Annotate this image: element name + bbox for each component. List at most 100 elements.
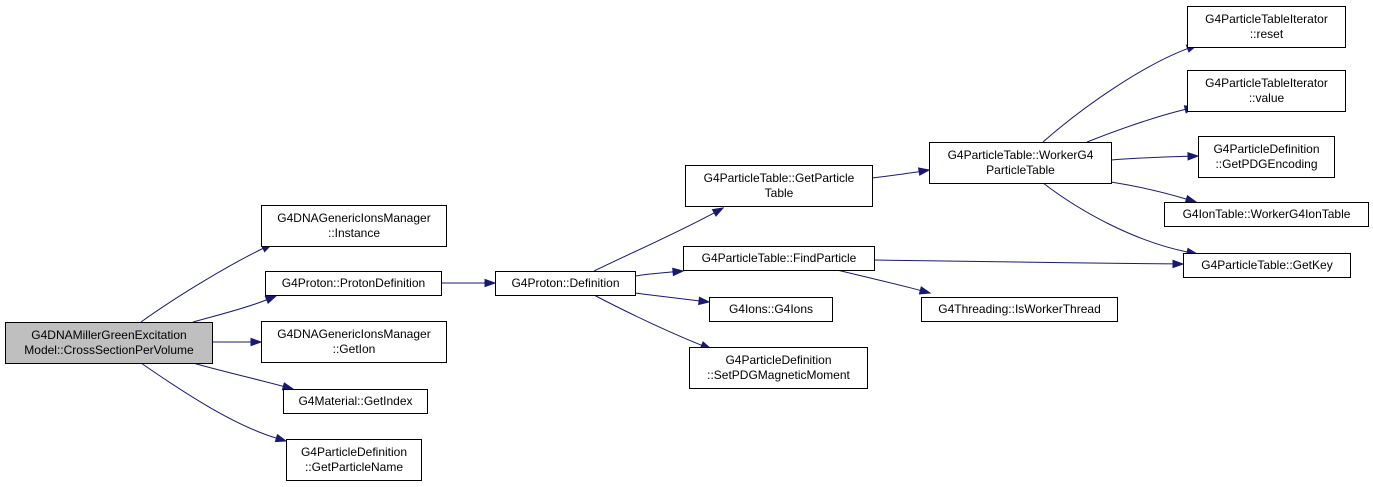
edge-root-to-gim_getion <box>211 337 263 347</box>
edge-root-to-proton_def <box>192 295 278 323</box>
node-label-line: G4Ions::G4Ions <box>729 302 813 316</box>
node-iontable-worker[interactable]: G4IonTable::WorkerG4IonTable <box>1164 202 1369 227</box>
node-box <box>921 297 1118 322</box>
arrowhead-icon <box>250 337 263 347</box>
node-label-line: G4IonTable::WorkerG4IonTable <box>1183 207 1351 221</box>
node-label-line: G4ParticleDefinition <box>1213 142 1319 156</box>
edges-layer <box>140 44 1200 443</box>
node-label-line: ParticleTable <box>986 163 1055 177</box>
node-box <box>929 142 1112 184</box>
edge-line <box>634 292 700 302</box>
node-pd-getpdgenc[interactable]: G4ParticleDefinition::GetPDGEncoding <box>1198 136 1335 178</box>
node-gim-getion[interactable]: G4DNAGenericIonsManager::GetIon <box>261 321 447 363</box>
node-box <box>286 439 422 481</box>
edge-line <box>1110 181 1187 200</box>
edge-root-to-gim_instance <box>140 243 274 323</box>
node-label-line: G4DNAGenericIonsManager <box>277 327 430 341</box>
edge-line <box>192 299 267 323</box>
edge-proton_definition-to-pt_getparticletable <box>593 207 725 272</box>
edge-proton_definition-to-pt_findparticle <box>634 267 685 277</box>
edge-line <box>593 212 715 272</box>
edge-line <box>192 362 284 387</box>
node-box <box>1187 6 1346 48</box>
node-label-line: G4ParticleDefinition <box>725 353 831 367</box>
arrowhead-icon <box>281 382 295 391</box>
arrowhead-icon <box>264 295 278 304</box>
node-label-line: ::GetIon <box>333 342 376 356</box>
nodes-layer: G4DNAMillerGreenExcitationModel::CrossSe… <box>5 6 1369 481</box>
node-label-line: G4ParticleTable::FindParticle <box>702 251 857 265</box>
edge-line <box>871 171 920 179</box>
node-thr-isworker[interactable]: G4Threading::IsWorkerThread <box>921 297 1118 322</box>
edge-line <box>1110 155 1189 161</box>
node-label-line: G4Threading::IsWorkerThread <box>938 302 1101 316</box>
edge-proton_definition-to-pd_setpdgmag <box>593 294 713 350</box>
node-proton-def[interactable]: G4Proton::ProtonDefinition <box>265 271 442 296</box>
edge-proton_definition-to-ions_g4ions <box>634 292 711 306</box>
node-label-line: Table <box>765 186 794 200</box>
node-label-line: ::reset <box>1250 27 1284 41</box>
node-box <box>1183 253 1351 278</box>
arrowhead-icon <box>698 296 711 306</box>
node-label-line: ::value <box>1249 91 1285 105</box>
edge-pt_workerg4-to-iontable_worker <box>1110 181 1198 204</box>
node-gim-instance[interactable]: G4DNAGenericIonsManager::Instance <box>261 205 447 247</box>
node-label-line: G4Proton::ProtonDefinition <box>282 276 425 290</box>
arrowhead-icon <box>274 433 288 443</box>
arrowhead-icon <box>1187 151 1200 161</box>
node-box <box>261 205 447 247</box>
node-label-line: G4DNAMillerGreenExcitation <box>31 328 186 342</box>
node-pti-value[interactable]: G4ParticleTableIterator::value <box>1187 70 1346 112</box>
node-pd-getname[interactable]: G4ParticleDefinition::GetParticleName <box>286 439 422 481</box>
node-label-line: ::GetPDGEncoding <box>1215 157 1317 171</box>
node-box <box>685 165 873 207</box>
node-box <box>495 271 636 296</box>
node-box <box>709 297 833 322</box>
edge-line <box>873 259 1174 265</box>
node-box <box>283 389 428 414</box>
node-pt-getkey[interactable]: G4ParticleTable::GetKey <box>1183 253 1351 278</box>
edge-line <box>634 271 674 277</box>
edge-line <box>1042 182 1188 253</box>
node-box <box>683 246 875 271</box>
node-box <box>261 321 447 363</box>
edge-line <box>1086 108 1186 143</box>
node-ions-g4ions[interactable]: G4Ions::G4Ions <box>709 297 833 322</box>
node-proton-definition[interactable]: G4Proton::Definition <box>495 271 636 296</box>
edge-line <box>593 294 702 346</box>
edge-line <box>140 247 264 323</box>
node-label-line: G4ParticleTableIterator <box>1205 76 1328 90</box>
edge-pt_findparticle-to-thr_isworker <box>836 269 932 295</box>
node-label-line: ::Instance <box>328 226 380 240</box>
node-box <box>5 322 213 364</box>
node-box <box>1164 202 1369 227</box>
arrowhead-icon <box>711 207 725 217</box>
edge-pt_workerg4-to-pti_value <box>1086 105 1197 143</box>
node-pt-findparticle[interactable]: G4ParticleTable::FindParticle <box>683 246 875 271</box>
node-pd-setpdgmag[interactable]: G4ParticleDefinition::SetPDGMagneticMome… <box>689 347 868 389</box>
arrowhead-icon <box>484 278 497 288</box>
arrowhead-icon <box>672 267 685 277</box>
node-box <box>1198 136 1335 178</box>
node-label-line: G4Material::GetIndex <box>298 394 412 408</box>
edge-pt_workerg4-to-pd_getpdgenc <box>1110 151 1200 161</box>
arrowhead-icon <box>917 167 931 176</box>
node-label-line: G4ParticleTableIterator <box>1205 12 1328 26</box>
edge-pt_workerg4-to-pti_reset <box>1042 44 1199 143</box>
node-root: G4DNAMillerGreenExcitationModel::CrossSe… <box>5 322 213 364</box>
edge-pt_findparticle-to-pt_getkey <box>873 259 1185 269</box>
node-label-line: G4ParticleDefinition <box>301 445 407 459</box>
node-label-line: G4ParticleTable::GetParticle <box>704 171 855 185</box>
arrowhead-icon <box>918 286 932 295</box>
node-label-line: G4ParticleTable::GetKey <box>1201 258 1332 272</box>
edge-root-to-pd_getname <box>140 362 288 443</box>
node-label-line: G4ParticleTable::WorkerG4 <box>948 148 1094 162</box>
node-label-line: G4Proton::Definition <box>511 276 619 290</box>
node-mat-getindex[interactable]: G4Material::GetIndex <box>283 389 428 414</box>
node-pti-reset[interactable]: G4ParticleTableIterator::reset <box>1187 6 1346 48</box>
arrowhead-icon <box>1172 259 1185 269</box>
edge-pt_getparticletable-to-pt_workerg4 <box>871 167 931 179</box>
